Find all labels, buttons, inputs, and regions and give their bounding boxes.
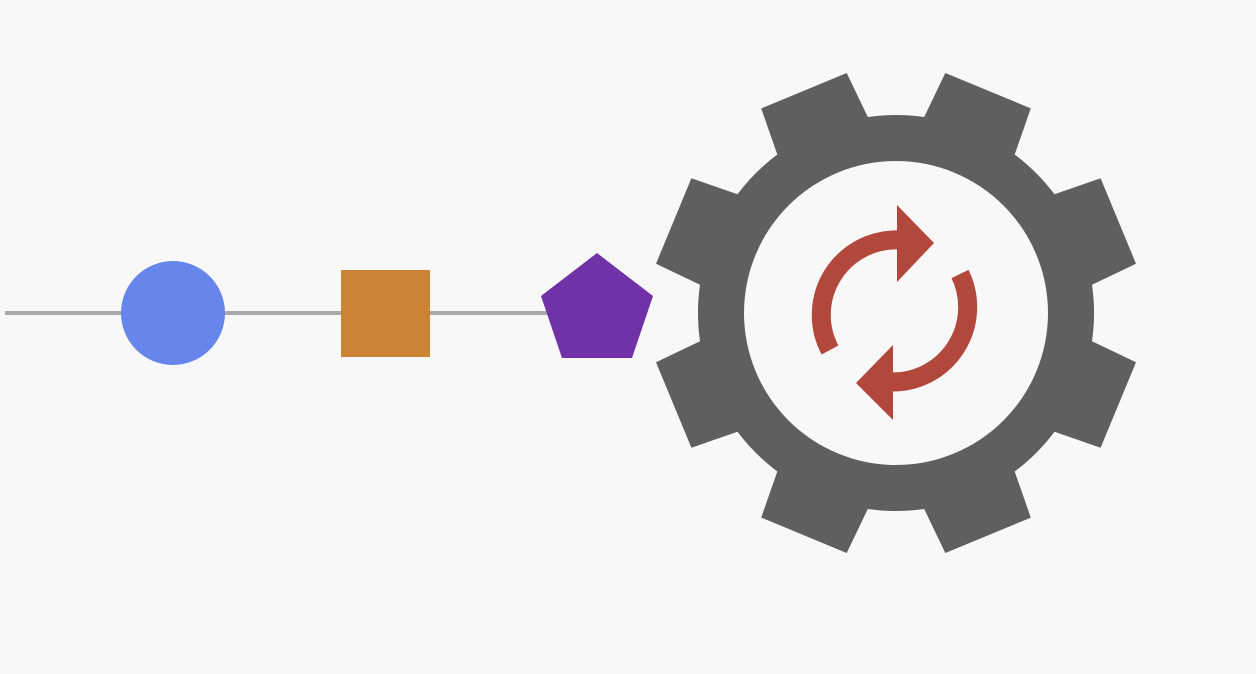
square-icon: [341, 270, 430, 357]
gear-inner-circle: [744, 161, 1048, 465]
refresh-arrow-bottom-arc: [889, 269, 978, 392]
refresh-arrow-top-arc: [811, 230, 901, 355]
refresh-icon: [811, 205, 978, 420]
refresh-arrow-bottom-head: [856, 345, 893, 420]
circle-icon: [121, 261, 225, 365]
refresh-arrow-top-head: [897, 205, 934, 282]
pentagon-icon: [541, 253, 653, 358]
gear-icon: [656, 73, 1136, 553]
